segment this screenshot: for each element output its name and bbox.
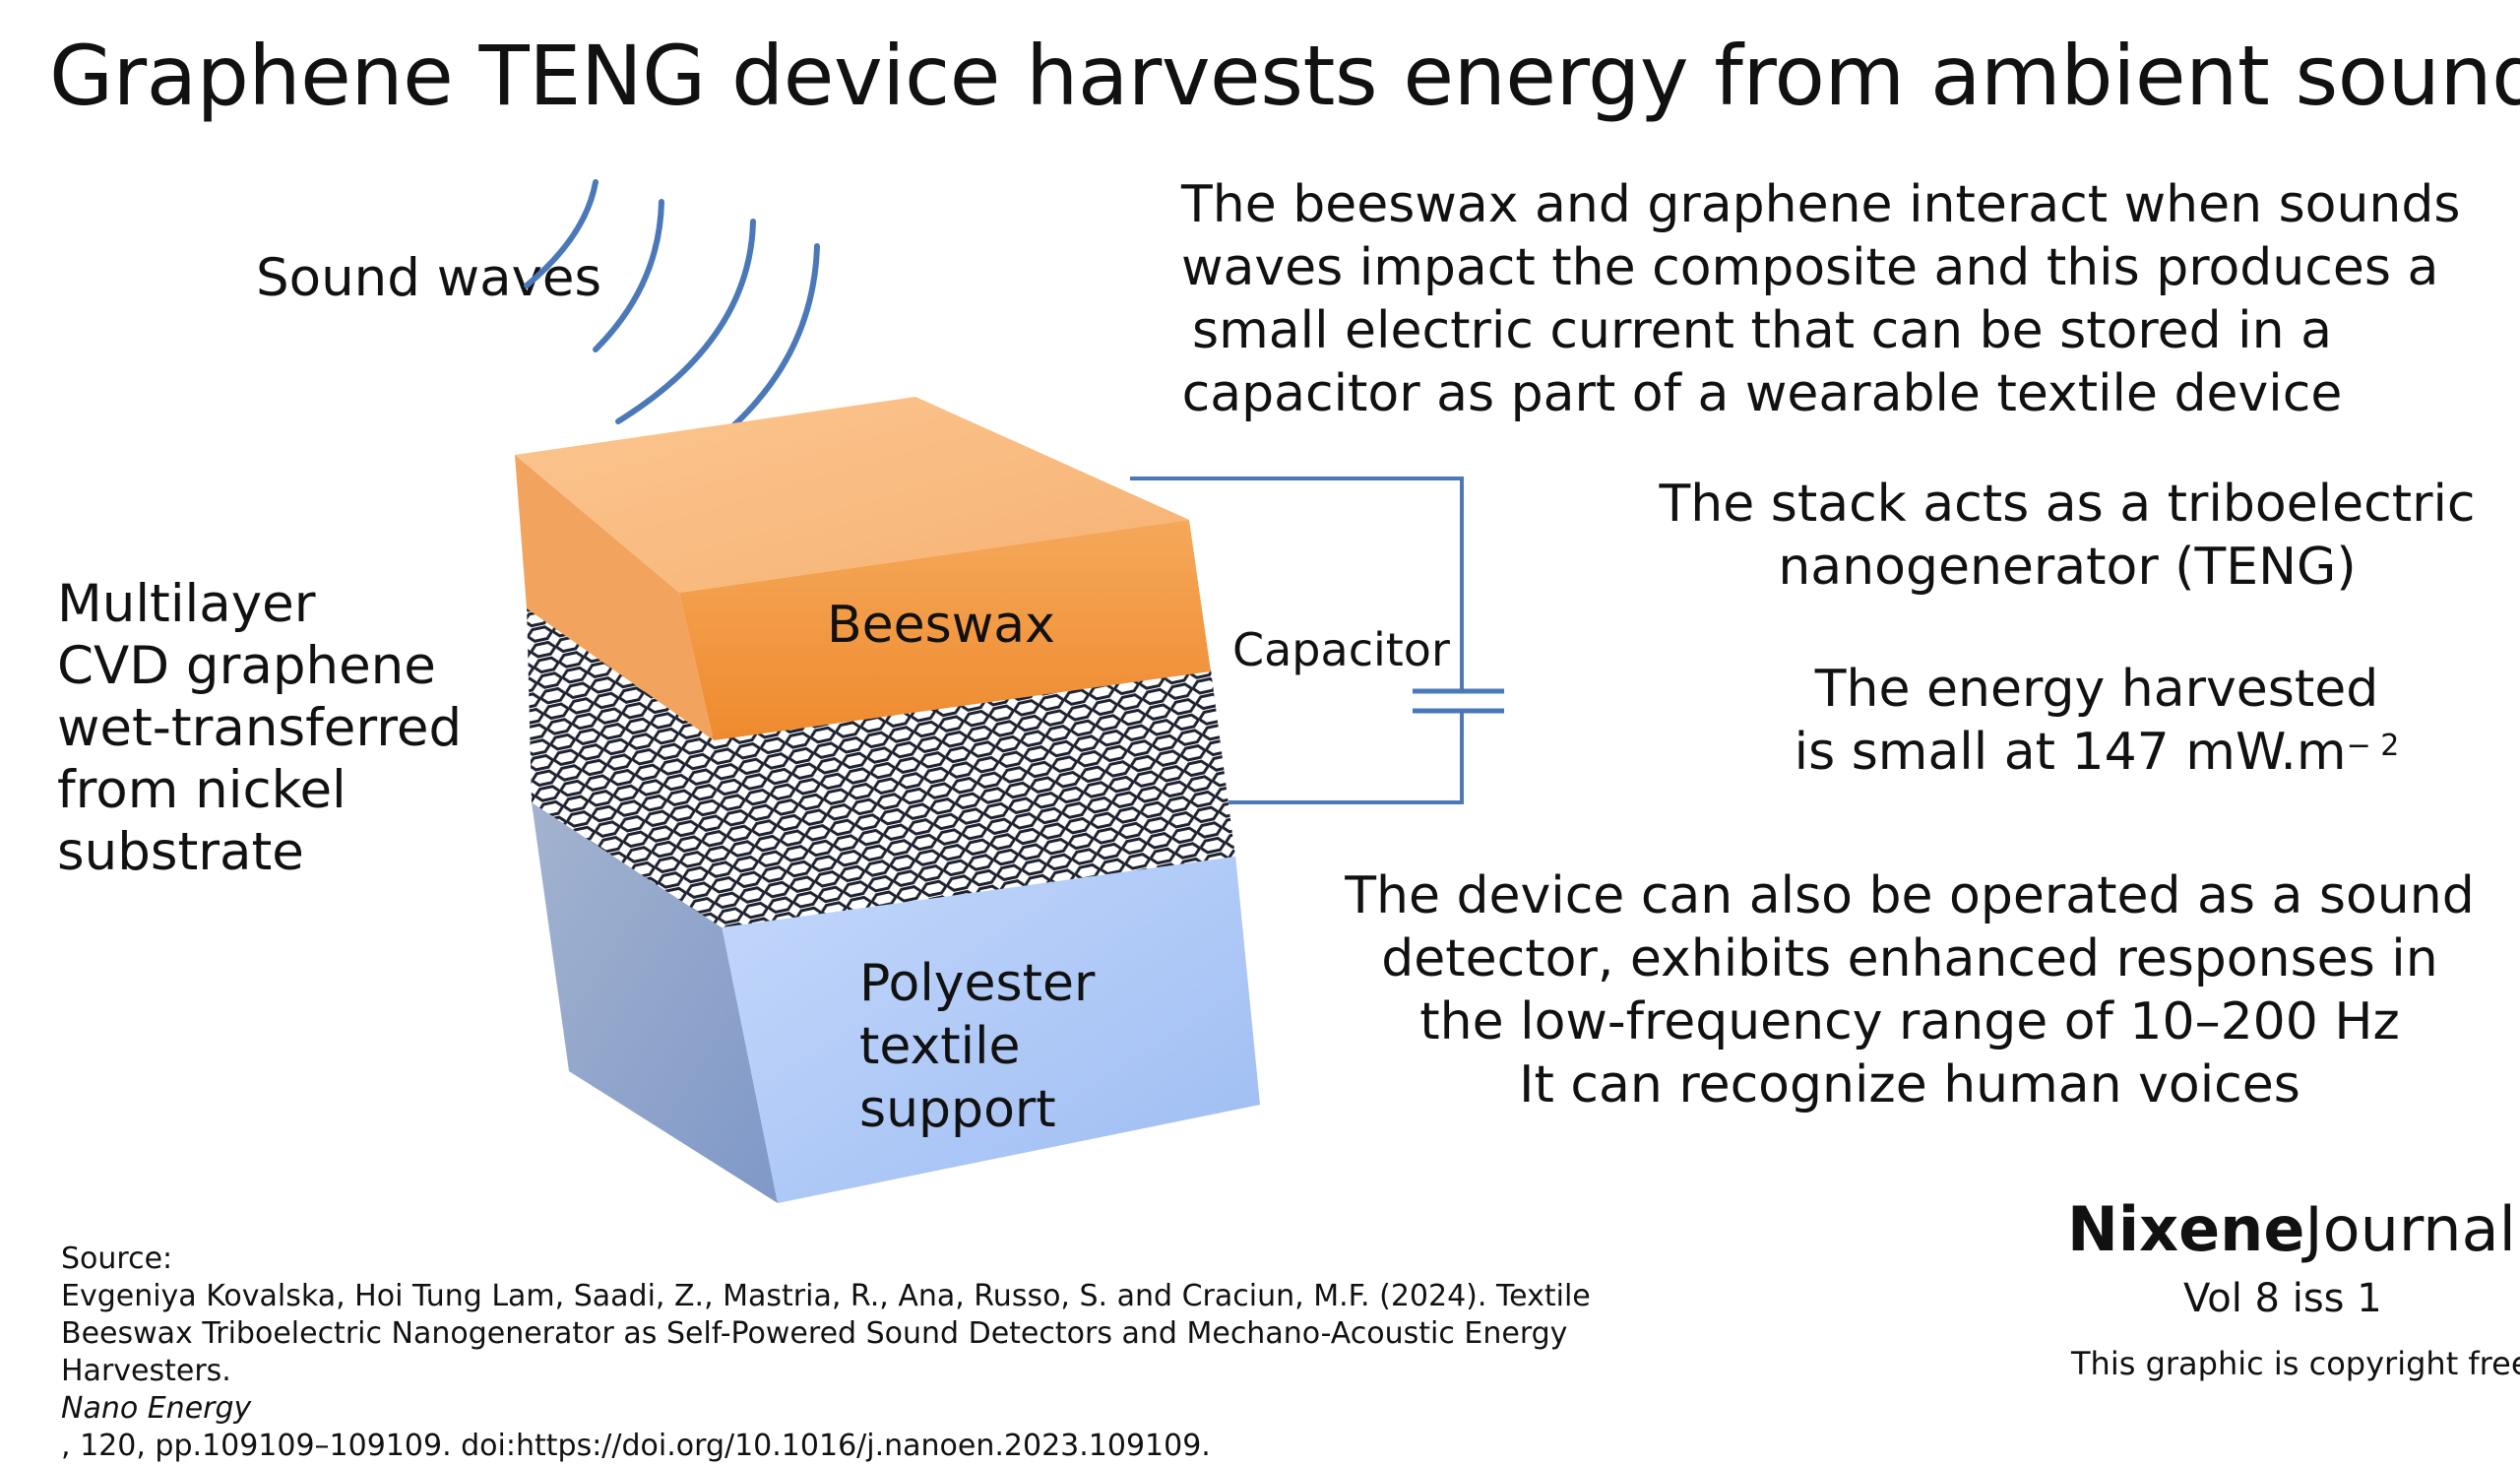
beeswax-front-face <box>679 520 1211 740</box>
description-line: The energy harvested <box>1814 660 2379 719</box>
source-line-prefix: Harvesters. <box>61 1354 231 1388</box>
graphene-layer <box>527 605 1235 927</box>
description-line: The beeswax and graphene interact when s… <box>1181 175 2461 234</box>
brand-regular: Journal <box>2304 1193 2516 1265</box>
energy-value: is small at 147 mW.m <box>1794 723 2347 782</box>
beeswax-label: Beeswax <box>827 596 1055 655</box>
polyester-label-line: Polyester <box>859 954 1096 1013</box>
copyright-notice: This graphic is copyright free <box>2071 1345 2520 1382</box>
source-line-suffix: , 120, pp.109109–109109. doi:https://doi… <box>61 1429 1211 1463</box>
capacitor-circuit <box>1130 477 1504 804</box>
beeswax-top-face <box>515 397 1189 593</box>
description-line: capacitor as part of a wearable textile … <box>1181 364 2343 423</box>
brand-logo: NixeneJournal <box>2067 1193 2516 1265</box>
energy-description: The energy harvested is small at 147 mW.… <box>1713 658 2481 784</box>
graphene-label-line: from nickel <box>57 760 346 820</box>
volume-issue: Vol 8 iss 1 <box>2183 1276 2382 1321</box>
source-line: Beeswax Triboelectric Nanogenerator as S… <box>61 1316 1568 1351</box>
description-line: It can recognize human voices <box>1519 1055 2300 1115</box>
graphene-label-line: Multilayer <box>57 574 316 634</box>
sound-wave-arc <box>593 199 664 352</box>
source-line: Harvesters. Nano Energy, 120, pp.109109–… <box>61 1353 1591 1465</box>
beeswax-layer <box>515 397 1211 740</box>
sound-wave-arc <box>524 179 598 288</box>
teng-description: The stack acts as a triboelectric nanoge… <box>1614 473 2520 599</box>
source-line: Evgeniya Kovalska, Hoi Tung Lam, Saadi, … <box>61 1279 1591 1313</box>
graphene-label-line: wet-transferred <box>57 698 463 758</box>
description-line: waves impact the composite and this prod… <box>1181 238 2439 297</box>
description-line: is small at 147 mW.m− 2 <box>1713 721 2481 784</box>
polyester-front-face <box>722 855 1260 1203</box>
graphene-side-face <box>527 605 722 927</box>
journal-name: Nano Energy <box>61 1391 252 1426</box>
brand-bold: Nixene <box>2067 1193 2305 1265</box>
sound-waves-label: Sound waves <box>256 248 602 308</box>
polyester-layer <box>532 802 1260 1203</box>
description-line: The stack acts as a triboelectric <box>1659 475 2476 534</box>
graphene-label-line: substrate <box>57 822 304 882</box>
polyester-label-line: textile <box>859 1017 1021 1076</box>
description-line: the low-frequency range of 10–200 Hz <box>1419 992 2400 1051</box>
page-title: Graphene TENG device harvests energy fro… <box>49 28 2520 124</box>
description-line: detector, exhibits enhanced responses in <box>1381 929 2438 988</box>
polyester-label-line: support <box>859 1080 1056 1139</box>
description-line: small electric current that can be store… <box>1192 301 2332 360</box>
source-citation: Source: Evgeniya Kovalska, Hoi Tung Lam,… <box>61 1241 1591 1465</box>
capacitor-label: Capacitor <box>1232 623 1450 676</box>
description-line: The device can also be operated as a sou… <box>1345 866 2475 925</box>
graphene-label: Multilayer CVD graphene wet-transferred … <box>57 573 462 883</box>
sound-wave-arc <box>615 219 756 424</box>
capacitor-wire-top <box>1130 477 1464 689</box>
interaction-description: The beeswax and graphene interact when s… <box>1181 173 2461 425</box>
description-line: nanogenerator (TENG) <box>1778 538 2357 597</box>
polyester-side-face <box>532 802 778 1203</box>
source-heading: Source: <box>61 1242 173 1276</box>
graphene-front-face <box>714 669 1235 927</box>
detector-description: The device can also be operated as a sou… <box>1329 864 2490 1116</box>
capacitor-wire-bottom <box>1228 713 1464 804</box>
beeswax-side-face <box>515 455 714 740</box>
graphene-label-line: CVD graphene <box>57 636 436 696</box>
energy-exponent: − 2 <box>2346 729 2400 763</box>
